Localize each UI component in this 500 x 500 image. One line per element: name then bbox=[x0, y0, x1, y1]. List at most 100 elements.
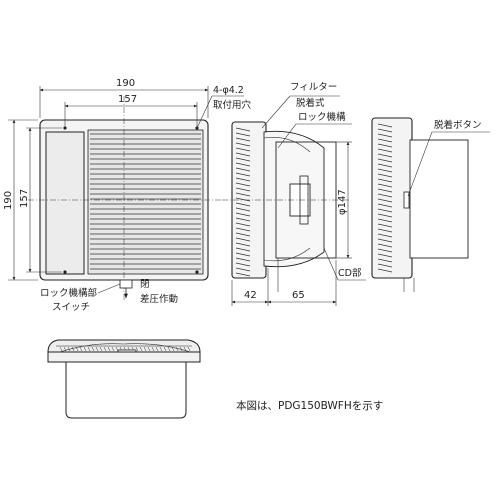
hole-purpose-label: 取付用穴 bbox=[213, 99, 252, 111]
flange-fin bbox=[377, 258, 393, 263]
flange-fin bbox=[235, 167, 251, 172]
flange-fin bbox=[377, 123, 393, 128]
flange-fin bbox=[235, 242, 251, 247]
flange-fin bbox=[235, 247, 251, 252]
flange-fin bbox=[235, 147, 251, 152]
flange-fin bbox=[235, 252, 251, 257]
flange-fin bbox=[235, 207, 251, 212]
release-button-label: 脱着ボタン bbox=[434, 119, 482, 131]
hole-spec-label: 4-φ4.2 bbox=[213, 85, 244, 96]
front-view-filter-panel bbox=[45, 131, 85, 275]
flange-fin bbox=[235, 262, 251, 267]
flange-fin bbox=[235, 227, 251, 232]
flange-fin bbox=[235, 162, 251, 167]
section-view: フィルター 脱着式 ロック機構 φ147 CD部 42 65 bbox=[222, 82, 366, 306]
top-rib bbox=[107, 346, 111, 352]
top-rib bbox=[175, 346, 179, 352]
flange-fin bbox=[377, 133, 393, 138]
filter-label-line1: フィルター bbox=[290, 82, 337, 93]
top-rib bbox=[79, 346, 83, 352]
flange-fin bbox=[377, 253, 393, 258]
flange-fin bbox=[235, 192, 251, 197]
flange-fin bbox=[377, 198, 393, 203]
flange-fin bbox=[377, 173, 393, 178]
flange-fin bbox=[235, 197, 251, 202]
top-rib bbox=[151, 346, 155, 352]
flange-fin bbox=[235, 222, 251, 227]
top-rib bbox=[75, 346, 79, 352]
flange-fin bbox=[377, 178, 393, 183]
flange-fin bbox=[235, 202, 251, 207]
mounting-hole-bottom-right bbox=[195, 270, 199, 274]
top-rib bbox=[95, 346, 99, 352]
flange-fin bbox=[235, 217, 251, 222]
top-rib bbox=[83, 346, 87, 352]
flange-fin bbox=[377, 188, 393, 193]
switch-state-pressure: 差圧作動 bbox=[140, 293, 178, 305]
switch-state-closed: 閉 bbox=[140, 279, 150, 290]
top-rib bbox=[179, 346, 183, 352]
top-rib bbox=[159, 346, 163, 352]
flange-fin bbox=[235, 267, 251, 272]
dim-front-height-outer: 190 bbox=[3, 191, 14, 210]
flange-fin bbox=[235, 137, 251, 142]
top-rib bbox=[87, 346, 91, 352]
top-rib bbox=[147, 346, 151, 352]
top-rib bbox=[183, 346, 187, 352]
flange-fin bbox=[377, 168, 393, 173]
switch-label-line2: スイッチ bbox=[52, 302, 90, 313]
cd-section-label: CD部 bbox=[338, 267, 361, 279]
mounting-hole-top-left bbox=[63, 126, 67, 130]
bottom-view-ribs bbox=[59, 346, 191, 352]
flange-fin bbox=[235, 132, 251, 137]
flange-fin bbox=[235, 127, 251, 132]
flange-fin bbox=[377, 263, 393, 268]
flange-fin bbox=[377, 243, 393, 248]
flange-fin bbox=[235, 182, 251, 187]
side-duct bbox=[409, 139, 469, 259]
flange-fin bbox=[377, 203, 393, 208]
bottom-view bbox=[47, 339, 201, 419]
flange-fin bbox=[235, 172, 251, 177]
flange-fin bbox=[235, 212, 251, 217]
top-rib bbox=[163, 346, 167, 352]
flange-fin bbox=[235, 157, 251, 162]
flange-fin bbox=[377, 158, 393, 163]
side-view: 脱着ボタン bbox=[371, 117, 490, 292]
flange-fin bbox=[377, 208, 393, 213]
top-rib bbox=[187, 346, 191, 352]
dim-depth-rear: 65 bbox=[292, 290, 305, 301]
filter-label-line2: 脱着式 bbox=[296, 97, 325, 109]
dim-depth-front: 42 bbox=[244, 290, 257, 301]
flange-fin bbox=[235, 152, 251, 157]
flange-fin bbox=[377, 223, 393, 228]
flange-fin bbox=[235, 187, 251, 192]
flange-fin bbox=[377, 138, 393, 143]
flange-fin bbox=[377, 218, 393, 223]
top-rib bbox=[71, 346, 75, 352]
top-rib bbox=[171, 346, 175, 352]
front-view-louvers bbox=[90, 133, 201, 270]
lock-switch bbox=[119, 279, 133, 289]
flange-fin bbox=[377, 163, 393, 168]
bottom-duct bbox=[65, 361, 187, 419]
top-rib bbox=[167, 346, 171, 352]
footer-note: 本図は、PDG150BWFHを示す bbox=[236, 399, 383, 412]
front-view: 190 157 190 157 4-φ4.2 取付用穴 ロック機構部 スイッチ … bbox=[3, 78, 252, 313]
flange-fin bbox=[377, 143, 393, 148]
top-rib bbox=[155, 346, 159, 352]
flange-fin bbox=[377, 128, 393, 133]
flange-fin bbox=[377, 233, 393, 238]
top-rib bbox=[143, 346, 147, 352]
lock-mechanism-label: ロック機構 bbox=[298, 111, 346, 123]
flange-fin bbox=[235, 142, 251, 147]
top-rib bbox=[63, 346, 67, 352]
dim-front-width-outer: 190 bbox=[116, 78, 135, 89]
flange-fin bbox=[235, 272, 251, 277]
flange-fin bbox=[377, 213, 393, 218]
flange-fin bbox=[235, 257, 251, 262]
mounting-hole-bottom-left bbox=[63, 270, 67, 274]
top-rib bbox=[67, 346, 71, 352]
bottom-flange bbox=[47, 351, 201, 363]
